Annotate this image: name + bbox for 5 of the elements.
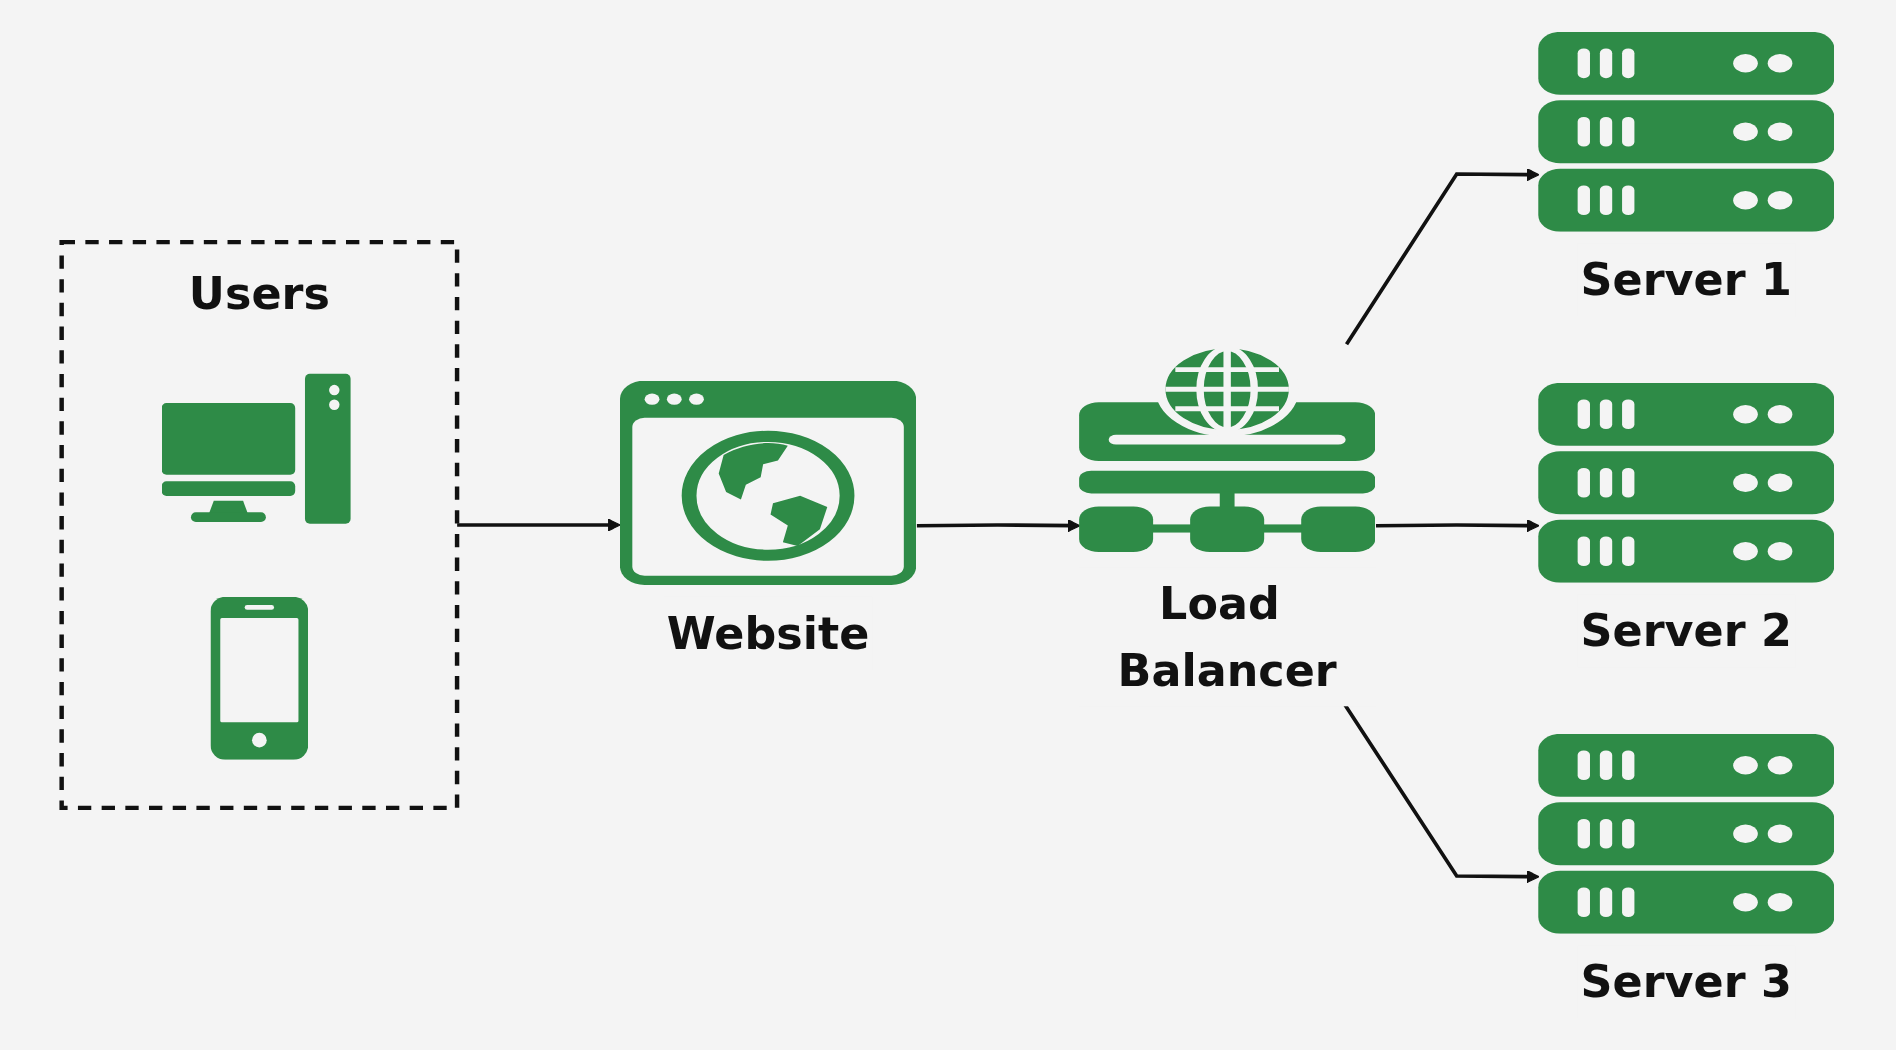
arrow bbox=[1375, 519, 1540, 533]
arrow bbox=[1345, 168, 1540, 346]
node-picture bbox=[210, 596, 309, 760]
arrow bbox=[916, 519, 1081, 533]
cluster: Users bbox=[59, 239, 460, 811]
